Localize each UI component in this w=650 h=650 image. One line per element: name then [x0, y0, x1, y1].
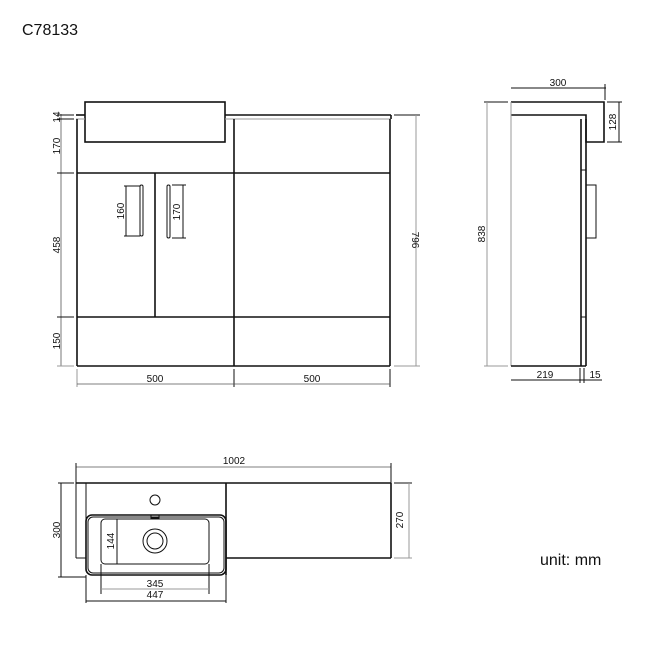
basin-depth-dim: 300	[52, 521, 63, 538]
side-handle	[585, 184, 597, 239]
right-handle-dim: 170	[172, 203, 183, 220]
top-view: 1002 144 300 270 34	[52, 456, 412, 603]
left-unit-width-dim: 500	[147, 374, 164, 385]
top-section-dim: 170	[52, 137, 63, 154]
tap-hole	[149, 494, 161, 506]
worktop-depth-dim: 270	[395, 511, 406, 528]
drain-inner	[146, 532, 164, 550]
basin-lip-dim: 14	[52, 111, 63, 123]
right-unit-width-dim: 500	[304, 374, 321, 385]
total-height-dim: 796	[409, 232, 420, 249]
door-section-dim: 458	[52, 236, 63, 253]
depth-dim: 300	[550, 78, 567, 89]
model-code: C78133	[22, 22, 79, 39]
plinth-dim: 150	[52, 332, 63, 349]
bowl-width-dim: 345	[147, 579, 164, 590]
side-view: 300 128 838 219 15	[477, 78, 622, 383]
left-handle-dim: 160	[116, 202, 127, 219]
total-width-dim: 1002	[223, 456, 246, 467]
right-door-handle	[166, 184, 171, 239]
cabinet-depth-dim: 219	[537, 370, 554, 381]
unit-label: unit: mm	[540, 552, 602, 569]
left-door-handle	[139, 184, 144, 237]
door-thickness-dim: 15	[589, 370, 601, 381]
bowl-depth-dim: 144	[106, 532, 117, 549]
bowl	[100, 518, 210, 565]
basin-front	[84, 101, 226, 143]
basin-side	[511, 101, 605, 143]
basin-width-dim: 447	[147, 590, 164, 601]
side-total-height-dim: 838	[477, 225, 488, 242]
front-view: 160 170 14 170 458 150 796 500 500	[52, 101, 420, 387]
drain-outer	[142, 528, 168, 554]
basin-height-dim: 128	[608, 113, 619, 130]
